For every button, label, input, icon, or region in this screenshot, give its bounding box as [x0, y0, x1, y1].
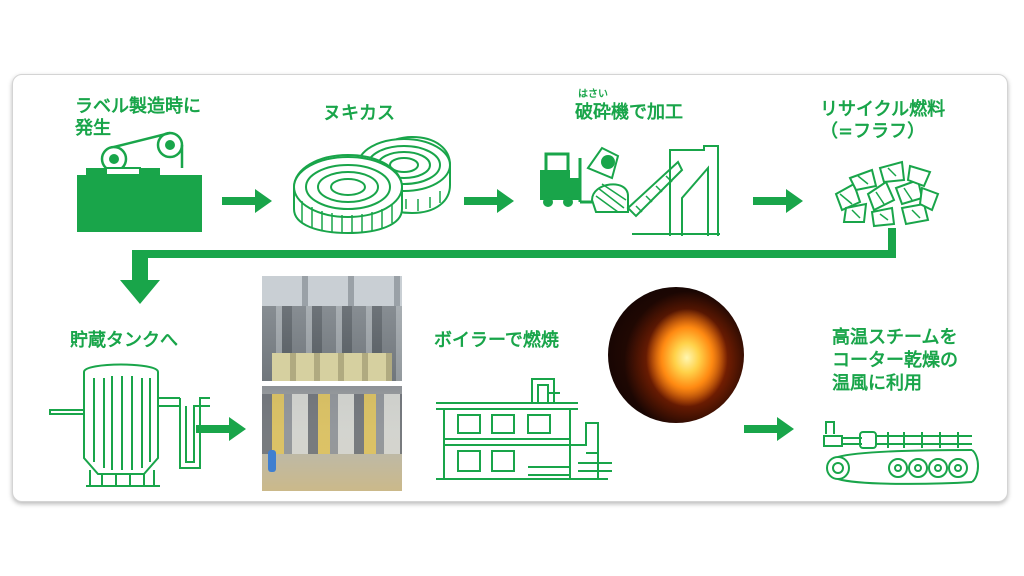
step-label-steam-line1: 高温スチームを [832, 327, 958, 348]
arrow-right-1-icon [222, 189, 272, 213]
step-label-fluff-line2: （=フラフ） [820, 121, 926, 142]
step-label-production-line2: 発生 [75, 118, 111, 139]
step-label-nukikasu: ヌキカス [323, 103, 395, 124]
step-label-fluff: リサイクル燃料 （=フラフ） [820, 99, 945, 143]
step-label-storage: 貯蔵タンクへ [70, 330, 178, 351]
boiler-flame-photo [608, 287, 744, 423]
storage-facility-photo-top [262, 276, 402, 381]
step-ruby-crusher: はさい [578, 89, 608, 100]
step-label-steam: 高温スチームを コーター乾燥の 温風に利用 [832, 326, 958, 395]
step-label-steam-line3: 温風に利用 [832, 373, 922, 394]
boiler-icon [436, 378, 612, 480]
step-label-crusher: 破砕機で加工 [575, 102, 683, 123]
step-label-fluff-line1: リサイクル燃料 [820, 99, 946, 120]
arrow-right-3-icon [753, 189, 803, 213]
arrow-right-2-icon [464, 189, 514, 213]
storage-tank-icon [49, 363, 210, 487]
waste-rolls-icon [293, 135, 451, 235]
forklift-crusher-icon [540, 145, 720, 236]
storage-facility-photo-bottom [262, 386, 402, 491]
label-machine-icon [77, 131, 202, 232]
step-label-production: ラベル製造時に 発生 [75, 96, 201, 140]
connector-arrow-icon [120, 228, 896, 304]
step-label-steam-line2: コーター乾燥の [832, 350, 958, 371]
step-label-production-line1: ラベル製造時に [75, 96, 201, 117]
coater-dryer-icon [823, 421, 979, 485]
arrow-right-4-icon [196, 417, 246, 441]
fluff-flakes-icon [834, 160, 940, 228]
step-label-boiler: ボイラーで燃焼 [434, 330, 559, 351]
arrow-right-5-icon [744, 417, 794, 441]
